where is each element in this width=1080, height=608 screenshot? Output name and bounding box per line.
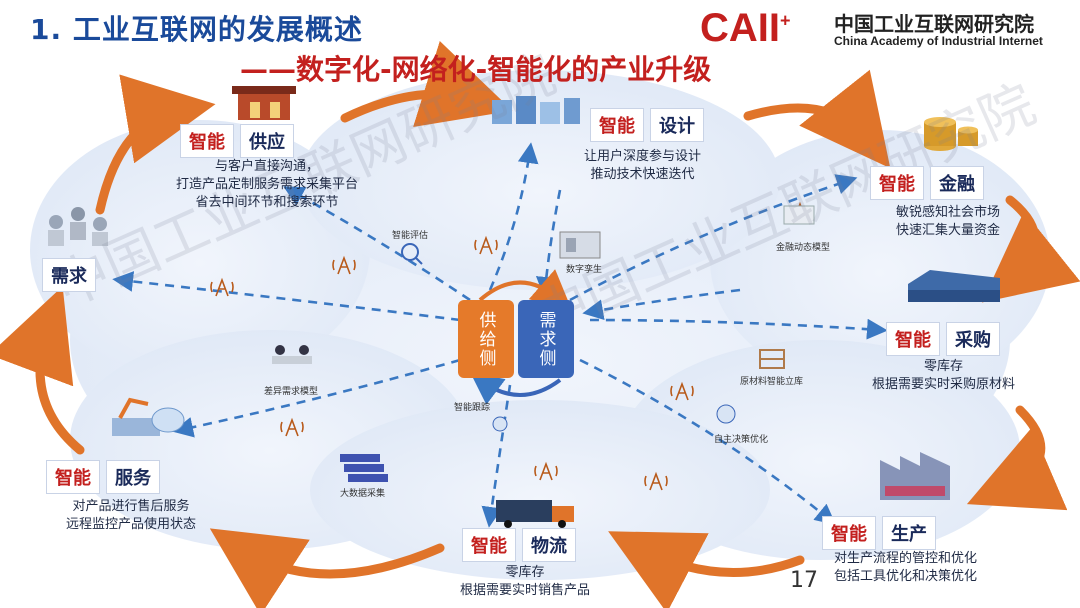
- center-cycle: [470, 269, 573, 405]
- coins-icon: [924, 117, 978, 151]
- label-material-store: 原材料智能立库: [740, 377, 804, 387]
- service-smart-tag: 智能: [46, 460, 100, 494]
- page-number: 17: [790, 568, 818, 593]
- label-big-data: 大数据采集: [340, 489, 386, 499]
- truck-icon: [496, 500, 574, 528]
- production-desc-line: 包括工具优化和决策优化: [834, 569, 978, 584]
- signal-tower-icons: [210, 201, 812, 491]
- purchase-smart-tag: 智能: [886, 322, 940, 356]
- supply-smart-tag: 智能: [180, 124, 234, 158]
- production-desc: 对生产流程的管控和优化 包括工具优化和决策优化: [834, 550, 977, 586]
- design-name: 设计: [650, 108, 704, 142]
- node-service: 智能 服务: [46, 460, 160, 494]
- service-desc-line: 对产品进行售后服务: [72, 499, 190, 514]
- finance-desc-line: 敏锐感知社会市场: [896, 205, 1001, 220]
- logo-plus: +: [780, 10, 791, 31]
- node-finance: 智能 金融: [870, 166, 984, 200]
- magnifier-chart-icon: [401, 243, 423, 265]
- label-smart-eval: 智能评估: [392, 231, 429, 241]
- people-group-icon: [48, 207, 108, 246]
- meeting-icon: [272, 345, 312, 364]
- node-logistics: 智能 物流: [462, 528, 576, 562]
- design-desc-line: 让用户深度参与设计: [584, 149, 702, 164]
- purchase-desc-line: 零库存: [924, 359, 964, 374]
- shelf-icon: [759, 349, 785, 369]
- data-stack-icon: [340, 454, 388, 482]
- cloud-shape: [30, 70, 1050, 580]
- service-desc: 对产品进行售后服务 远程监控产品使用状态: [66, 498, 196, 534]
- node-demand: 需求: [42, 258, 96, 292]
- slide-title: 1. 工业互联网的发展概述: [30, 13, 363, 46]
- service-desc-line: 远程监控产品使用状态: [66, 517, 197, 532]
- label-digital-twin: 数字孪生: [566, 265, 603, 275]
- label-finance-model: 金融动态模型: [776, 243, 831, 253]
- production-desc-line: 对生产流程的管控和优化: [834, 551, 978, 566]
- service-name: 服务: [106, 460, 160, 494]
- finance-desc-line: 快速汇集大量资金: [896, 223, 1001, 238]
- dashed-connectors: [112, 142, 888, 528]
- org-name-en: China Academy of Industrial Internet: [834, 34, 1043, 48]
- production-name: 生产: [882, 516, 936, 550]
- tracking-icon: [492, 416, 508, 432]
- logistics-name: 物流: [522, 528, 576, 562]
- purchase-name: 采购: [946, 322, 1000, 356]
- demand-name: 需求: [42, 258, 96, 292]
- robot-arm-icon: [112, 397, 185, 436]
- logo-text: CAII: [700, 6, 780, 50]
- supply-desc-line: 省去中间环节和搜索环节: [195, 195, 339, 210]
- node-design: 智能 设计: [590, 108, 704, 142]
- design-smart-tag: 智能: [590, 108, 644, 142]
- node-supply: 智能 供应: [180, 124, 294, 158]
- label-diff-demand: 差异需求模型: [264, 387, 319, 397]
- logistics-desc-line: 根据需要实时销售产品: [460, 583, 591, 598]
- purchase-desc-line: 根据需要实时采购原材料: [872, 377, 1016, 392]
- purchase-desc: 零库存 根据需要实时采购原材料: [872, 358, 1015, 394]
- finance-desc: 敏锐感知社会市场 快速汇集大量资金: [896, 204, 1000, 240]
- design-desc-line: 推动技术快速迭代: [590, 167, 695, 182]
- supply-desc-line: 打造产品定制服务需求采集平台: [176, 177, 359, 192]
- logistics-desc: 零库存 根据需要实时销售产品: [460, 564, 590, 600]
- node-purchase: 智能 采购: [886, 322, 1000, 356]
- server-cluster-icon: [492, 96, 580, 124]
- finance-name: 金融: [930, 166, 984, 200]
- slide-subtitle: ——数字化-网络化-智能化的产业升级: [240, 53, 712, 86]
- shop-icon: [232, 86, 296, 120]
- node-production: 智能 生产: [822, 516, 936, 550]
- org-name-cn: 中国工业互联网研究院: [834, 12, 1034, 36]
- twin-machine-icon: [559, 231, 601, 259]
- factory-icon: [880, 452, 950, 500]
- supply-desc-line: 与客户直接沟通，: [215, 159, 320, 174]
- warehouse-icon: [908, 270, 1000, 302]
- logistics-smart-tag: 智能: [462, 528, 516, 562]
- production-smart-tag: 智能: [822, 516, 876, 550]
- logo-mark: CAII+: [700, 6, 791, 51]
- logistics-desc-line: 零库存: [505, 565, 545, 580]
- outer-cycle-arrows: [0, 41, 1080, 608]
- label-auto-decision: 自主决策优化: [714, 435, 769, 445]
- supply-desc: 与客户直接沟通， 打造产品定制服务需求采集平台 省去中间环节和搜索环节: [176, 158, 358, 212]
- design-desc: 让用户深度参与设计 推动技术快速迭代: [584, 148, 701, 184]
- supply-name: 供应: [240, 124, 294, 158]
- decision-icon: [716, 404, 736, 424]
- demand-side-pill: 需求侧: [518, 300, 574, 378]
- label-smart-track: 智能跟踪: [454, 403, 491, 413]
- finance-smart-tag: 智能: [870, 166, 924, 200]
- supply-side-pill: 供给侧: [458, 300, 514, 378]
- finance-model-icon: [783, 205, 815, 225]
